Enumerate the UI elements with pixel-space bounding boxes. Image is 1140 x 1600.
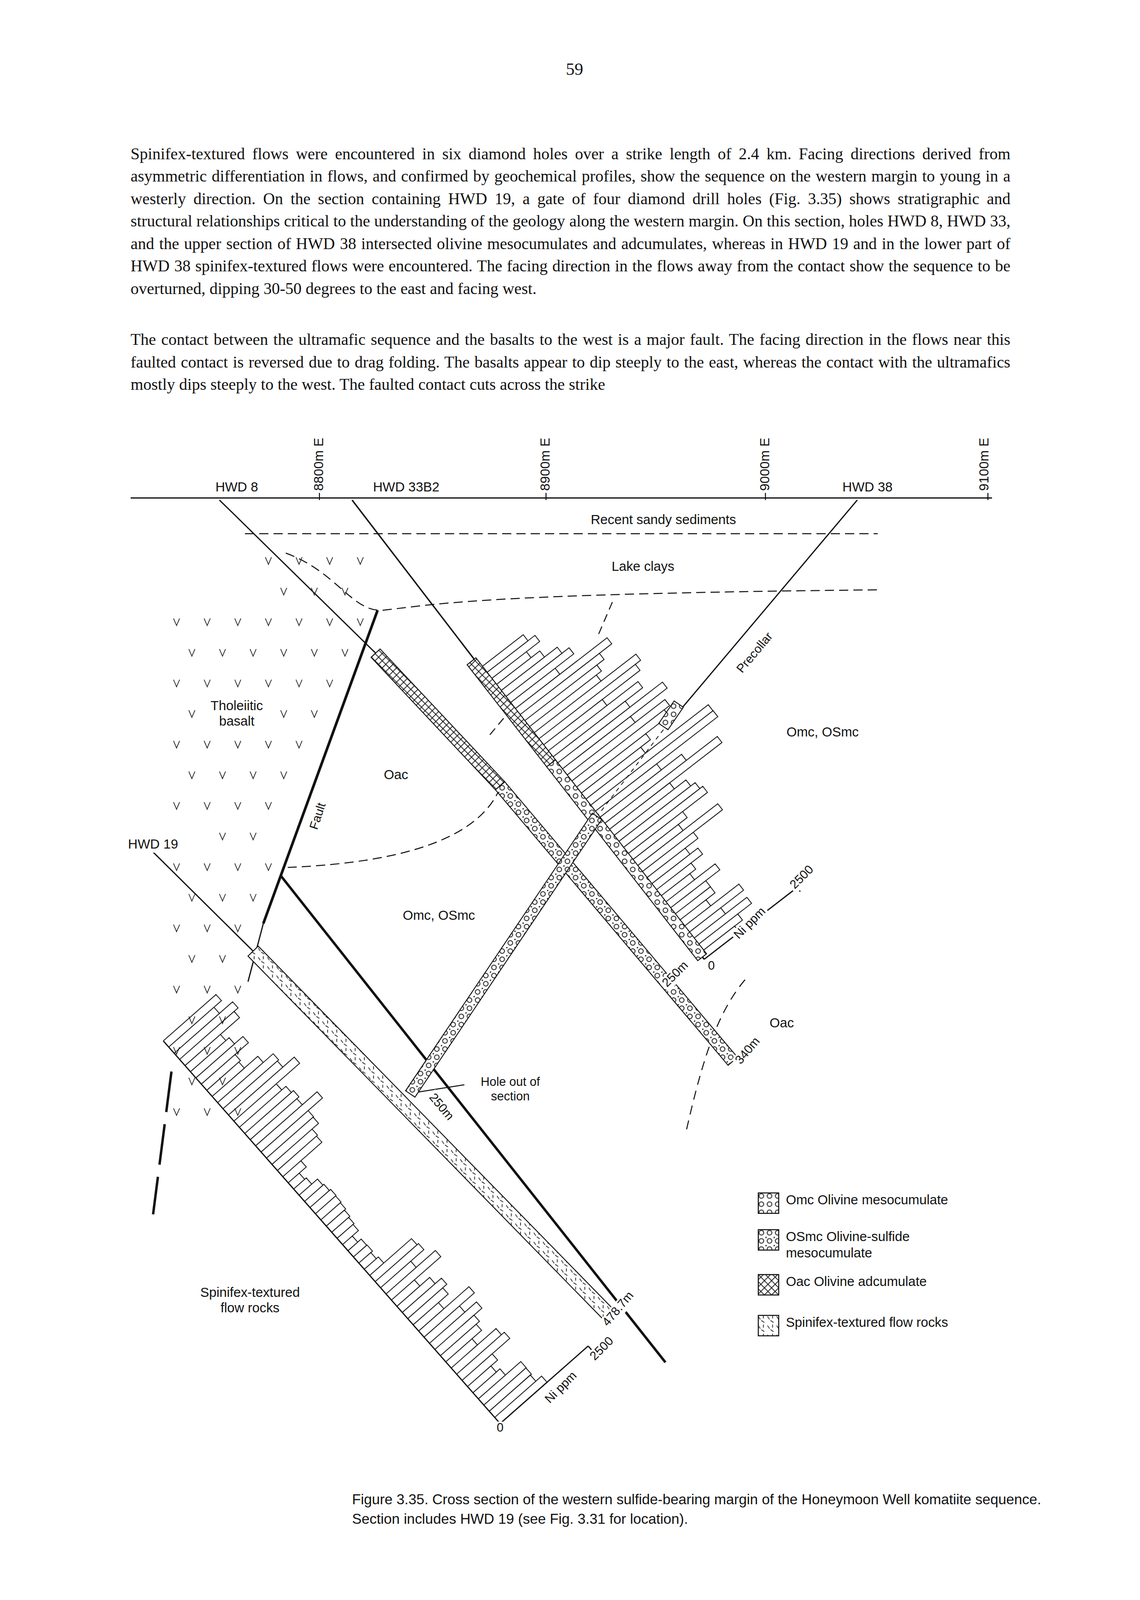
figure-label: Lake clays [609, 560, 677, 576]
figure-label: HWD 38 [840, 480, 895, 496]
figure-label: Precollar [732, 628, 778, 678]
legend-item: Omc Olivine mesocumulate [757, 1192, 1011, 1215]
drill-hole [405, 813, 602, 1098]
swatch-fill [758, 1315, 779, 1337]
scale-bar [500, 1346, 592, 1424]
figure-label: Hole out of section [470, 1076, 551, 1105]
figure-caption: Figure 3.35. Cross section of the wester… [352, 1489, 1047, 1529]
page-number: 59 [565, 59, 584, 80]
legend-item: Spinifex-textured flow rocks [757, 1314, 1011, 1337]
figure-label: Ni ppm [541, 1367, 582, 1409]
body-paragraph: The contact between the ultramafic seque… [130, 328, 1011, 396]
drill-hole [247, 946, 616, 1322]
drill-hole [658, 701, 684, 730]
swatch-fill [758, 1274, 779, 1296]
figure-label: 0 [705, 959, 717, 974]
figure-label: Oac [767, 1016, 797, 1032]
figure-label: Omc, OSmc [784, 725, 861, 741]
legend-text: Omc Olivine mesocumulate [786, 1192, 1011, 1209]
figure-label: Fault [306, 799, 330, 834]
figure-label: Tholeiitic basalt [201, 699, 272, 730]
ni-histogram [479, 634, 752, 960]
figure-label: Omc, OSmc [400, 909, 477, 925]
legend-text: OSmc Olivine-sulfide mesocumulate [786, 1228, 939, 1262]
figure-label: HWD 19 [126, 837, 181, 853]
figure-label: Spinifex-textured flow rocks [186, 1286, 314, 1317]
legend-text: Spinifex-textured flow rocks [786, 1314, 1011, 1332]
body-paragraph: Spinifex-textured flows were encountered… [130, 142, 1011, 300]
figure-label: Recent sandy sediments [588, 512, 738, 529]
figure-label: HWD 8 [213, 480, 261, 496]
figure-label: 9000m E [757, 435, 774, 493]
figure-label: Oac [381, 767, 411, 784]
figure-label: 0 [494, 1421, 506, 1436]
figure-label: 8800m E [311, 435, 328, 493]
scale-bar [704, 887, 801, 960]
legend-swatch [757, 1192, 780, 1215]
swatch-fill [758, 1193, 779, 1214]
legend-swatch [757, 1314, 780, 1337]
figure-label: HWD 33B2 [370, 480, 442, 496]
figure-label: 2500 [585, 1333, 619, 1366]
figure-label: Ni ppm [730, 903, 771, 944]
histogram-baseline [163, 1041, 501, 1424]
drill-hole [466, 658, 556, 767]
figure-label: 2500 [786, 861, 819, 895]
legend-text: Oac Olivine adcumulate [786, 1273, 1011, 1291]
figure-label: 340m [731, 1033, 765, 1070]
legend-swatch [757, 1228, 780, 1252]
swatch-fill [758, 1229, 779, 1251]
figure-label: 9100m E [977, 435, 993, 493]
legend-item: Oac Olivine adcumulate [757, 1273, 1011, 1297]
legend-item: OSmc Olivine-sulfide mesocumulate [757, 1228, 939, 1262]
legend-swatch [757, 1273, 780, 1297]
figure-label: 8900m E [538, 435, 554, 493]
